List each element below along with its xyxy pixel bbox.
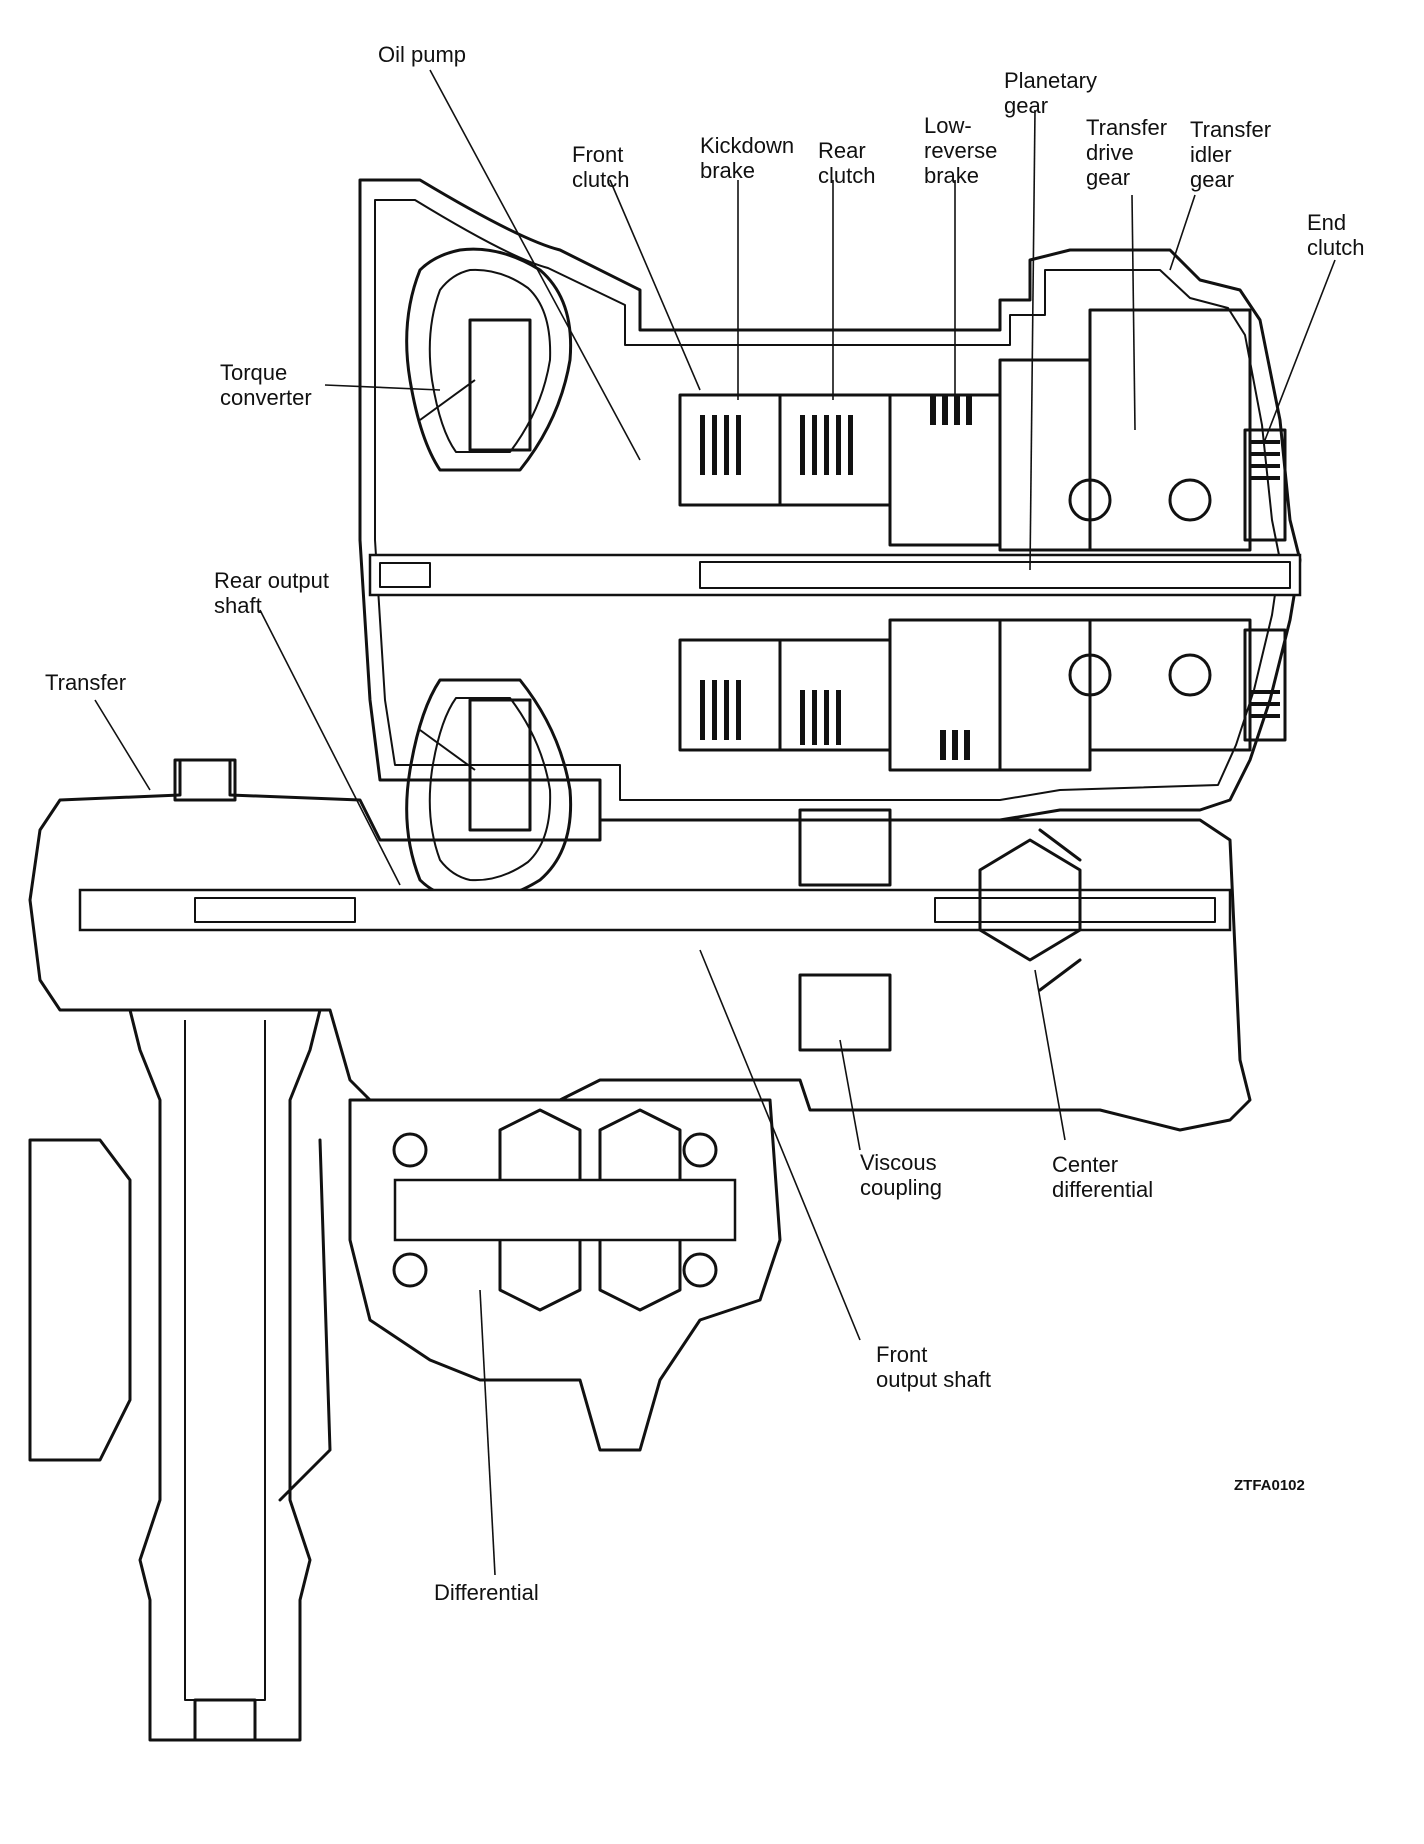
label-front-clutch: Front clutch xyxy=(572,142,629,192)
label-oil-pump: Oil pump xyxy=(378,42,466,67)
label-line: Kickdown xyxy=(700,133,795,158)
label-line: coupling xyxy=(860,1175,942,1200)
label-line: brake xyxy=(924,163,980,188)
label-line: reverse xyxy=(924,138,998,163)
label-line: idler xyxy=(1190,142,1232,167)
clutch-packs-lower xyxy=(678,618,1287,772)
label-transfer-drive-gear: Transfer drive gear xyxy=(1086,115,1167,190)
label-line: Front xyxy=(572,142,624,167)
label-kickdown-brake: Kickdown brake xyxy=(700,133,794,183)
label-line: gear xyxy=(1086,165,1131,190)
leader-lines xyxy=(94,69,1336,1576)
label-line: Torque xyxy=(220,360,288,385)
label-line: Center xyxy=(1052,1152,1119,1177)
transfer-section xyxy=(28,758,1252,1132)
label-differential: Differential xyxy=(434,1580,539,1605)
label-line: Differential xyxy=(434,1580,539,1605)
label-line: Transfer xyxy=(1086,115,1168,140)
label-line: Transfer xyxy=(1190,117,1272,142)
figure-code: ZTFA0102 xyxy=(1234,1477,1305,1494)
label-center-differential: Center differential xyxy=(1052,1152,1153,1202)
transmission-case xyxy=(358,178,1302,822)
front-differential xyxy=(348,1098,782,1452)
label-line: brake xyxy=(700,158,756,183)
label-planetary-gear: Planetary gear xyxy=(1004,68,1097,118)
label-line: converter xyxy=(220,385,312,410)
label-line: Rear xyxy=(818,138,866,163)
input-shaft xyxy=(368,553,1302,597)
label-line: gear xyxy=(1004,93,1049,118)
label-line: drive xyxy=(1086,140,1134,165)
label-line: Viscous xyxy=(860,1150,937,1175)
label-line: End xyxy=(1307,210,1347,235)
label-transfer-idler-gear: Transfer idler gear xyxy=(1190,117,1271,192)
label-line: clutch xyxy=(818,163,876,188)
label-line: differential xyxy=(1052,1177,1154,1202)
label-rear-output-shaft: Rear output shaft xyxy=(214,568,329,618)
label-line: Transfer xyxy=(45,670,127,695)
label-front-output-shaft: Front output shaft xyxy=(876,1342,991,1392)
label-line: Oil pump xyxy=(378,42,467,67)
label-torque-converter: Torque converter xyxy=(220,360,312,410)
label-low-reverse-brake: Low- reverse brake xyxy=(924,113,997,188)
label-line: gear xyxy=(1190,167,1235,192)
label-rear-clutch: Rear clutch xyxy=(818,138,875,188)
label-line: clutch xyxy=(1307,235,1365,260)
label-transfer: Transfer xyxy=(45,670,126,695)
label-line: clutch xyxy=(572,167,630,192)
label-viscous-coupling: Viscous coupling xyxy=(860,1150,942,1200)
clutch-packs-upper xyxy=(678,308,1287,552)
transfer-shaft xyxy=(28,1008,332,1742)
label-line: Low- xyxy=(924,113,972,138)
label-line: Front xyxy=(876,1342,928,1367)
label-line: Planetary xyxy=(1004,68,1097,93)
label-line: output shaft xyxy=(876,1367,991,1392)
label-end-clutch: End clutch xyxy=(1307,210,1364,260)
label-line: Rear output xyxy=(214,568,329,593)
label-line: shaft xyxy=(214,593,262,618)
